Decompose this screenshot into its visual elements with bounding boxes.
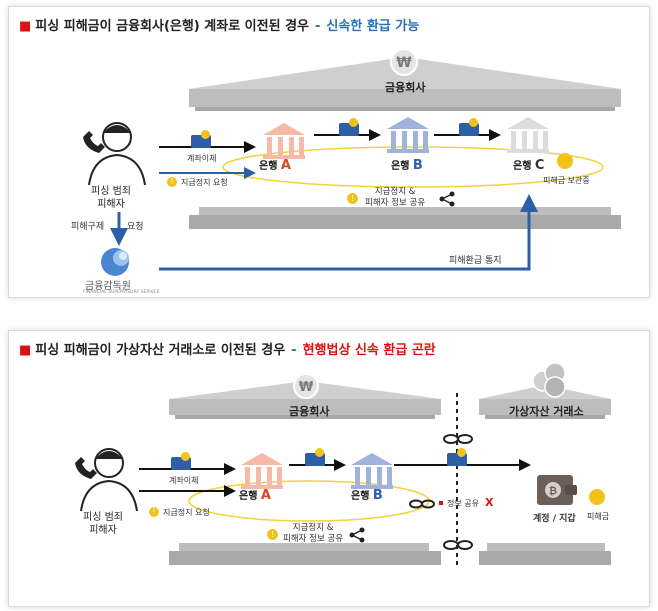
stop-request-label: 지급정지 요청: [181, 178, 228, 187]
roof-label: 금융회사: [289, 405, 330, 418]
victim-label: 피싱 범죄 피해자: [91, 185, 131, 211]
share-note-line1: 지급정지 &: [292, 523, 334, 533]
transfer-label: 계좌이체: [169, 476, 199, 485]
transfer-label: 계좌이체: [187, 154, 217, 163]
info-share-x: X: [485, 496, 494, 509]
bank-a-icon: [263, 123, 305, 159]
bank-b-letter: B: [372, 488, 383, 503]
bank-a-icon: [241, 453, 283, 489]
bank-b-icon: [387, 117, 429, 153]
title-bullet: ■: [19, 343, 32, 358]
panel-bank-transfer: ■피싱 피해금이 금융회사(은행) 계좌로 이전된 경우-신속한 환급 가능 ₩…: [8, 6, 650, 298]
share-icon: [439, 191, 455, 207]
share-note: 지급정지 & 피해자 정보 공유: [283, 523, 343, 545]
coin-label: 피해금: [587, 512, 610, 521]
bank-b-icon: [351, 453, 393, 489]
bank-b-word: 은행: [351, 491, 370, 502]
alert-icon: !: [167, 177, 177, 187]
share-icon: [349, 527, 365, 543]
roof-label: 금융회사: [385, 81, 426, 94]
wallet-icon: ₿: [537, 475, 577, 505]
share-note: 지급정지 & 피해자 정보 공유: [365, 187, 425, 209]
won-coin-icon: ₩: [390, 48, 418, 76]
victim-label: 피싱 범죄 피해자: [83, 511, 123, 537]
card-icon: [191, 130, 211, 148]
share-note-line2: 피해자 정보 공유: [283, 534, 344, 544]
card-icon: [171, 452, 191, 470]
bank-b-label: 은행 B: [351, 487, 383, 503]
card-icon: [447, 448, 467, 466]
bank-c-letter: C: [534, 158, 545, 173]
wallet-label: 계정 / 지갑: [533, 514, 576, 524]
bullet-icon: [439, 501, 443, 505]
svg-text:₩: ₩: [396, 55, 412, 71]
crypto-coins-icon: [532, 362, 566, 398]
panel-crypto-transfer: ■피싱 피해금이 가상자산 거래소로 이전된 경우-현행법상 신속 환급 곤란 …: [8, 330, 650, 607]
bank-a-word: 은행: [239, 491, 258, 502]
holding-label: 피해금 보관중: [543, 176, 590, 185]
victim-label-line2: 피해자: [89, 525, 117, 536]
panel2-title: ■피싱 피해금이 가상자산 거래소로 이전된 경우-현행법상 신속 환급 곤란: [19, 339, 436, 358]
alert-icon: !: [347, 193, 358, 204]
title-bullet: ■: [19, 19, 32, 34]
victim-label-line2: 피해자: [97, 199, 125, 210]
title-tail: 현행법상 신속 환급 곤란: [302, 343, 436, 358]
victim-icon: [75, 448, 138, 512]
building-graphic: [139, 381, 611, 567]
title-main: 피싱 피해금이 가상자산 거래소로 이전된 경우: [35, 343, 286, 358]
victim-label-line1: 피싱 범죄: [83, 512, 123, 523]
bank-a-word: 은행: [259, 161, 278, 172]
won-coin-icon: ₩: [293, 373, 319, 399]
bank-c-word: 은행: [513, 161, 532, 172]
bank-b-word: 은행: [391, 161, 410, 172]
bank-b-label: 은행 B: [391, 157, 423, 173]
svg-text:₿: ₿: [549, 485, 557, 497]
coin-stack-icon: [589, 489, 605, 505]
fss-name: 금융감독원: [85, 281, 131, 292]
title-dash: -: [315, 19, 321, 34]
broken-chain-icon: [409, 499, 435, 509]
victim-label-line1: 피싱 범죄: [91, 186, 131, 197]
bank-a-letter: A: [280, 158, 291, 173]
share-note-line1: 지급정지 &: [374, 187, 416, 197]
refund-notice-label: 피해환급 통지: [449, 256, 502, 266]
info-share-label: 정보 공유: [447, 499, 479, 508]
broken-chain-icon: [443, 434, 473, 444]
request-label: 요청: [127, 222, 144, 232]
victim-icon: [83, 122, 146, 186]
card-icon: [305, 448, 325, 466]
share-note-line2: 피해자 정보 공유: [365, 198, 426, 208]
card-icon: [459, 118, 479, 136]
exchange-label: 가상자산 거래소: [509, 405, 584, 418]
bank-a-label: 은행 A: [239, 487, 271, 503]
bank-a-label: 은행 A: [259, 157, 291, 173]
bank-c-icon: [507, 117, 549, 153]
svg-text:₩: ₩: [299, 380, 314, 395]
stop-request-label: 지급정지 요청: [163, 508, 210, 517]
relief-label: 피해구제: [71, 222, 105, 232]
bank-c-label: 은행 C: [513, 157, 544, 173]
fss-sub: FINANCIAL SUPERVISORY SERVICE: [83, 290, 160, 295]
alert-icon: !: [267, 529, 278, 540]
title-dash: -: [291, 343, 297, 358]
fss-logo-icon: [101, 248, 129, 276]
alert-icon: !: [149, 507, 159, 517]
bank-a-letter: A: [260, 488, 271, 503]
bank-b-letter: B: [412, 158, 423, 173]
card-icon: [339, 118, 359, 136]
broken-chain-icon: [443, 540, 473, 550]
title-tail: 신속한 환급 가능: [326, 19, 420, 34]
panel1-title: ■피싱 피해금이 금융회사(은행) 계좌로 이전된 경우-신속한 환급 가능: [19, 15, 419, 34]
coin-stack-icon: [557, 153, 573, 169]
title-main: 피싱 피해금이 금융회사(은행) 계좌로 이전된 경우: [35, 19, 310, 34]
